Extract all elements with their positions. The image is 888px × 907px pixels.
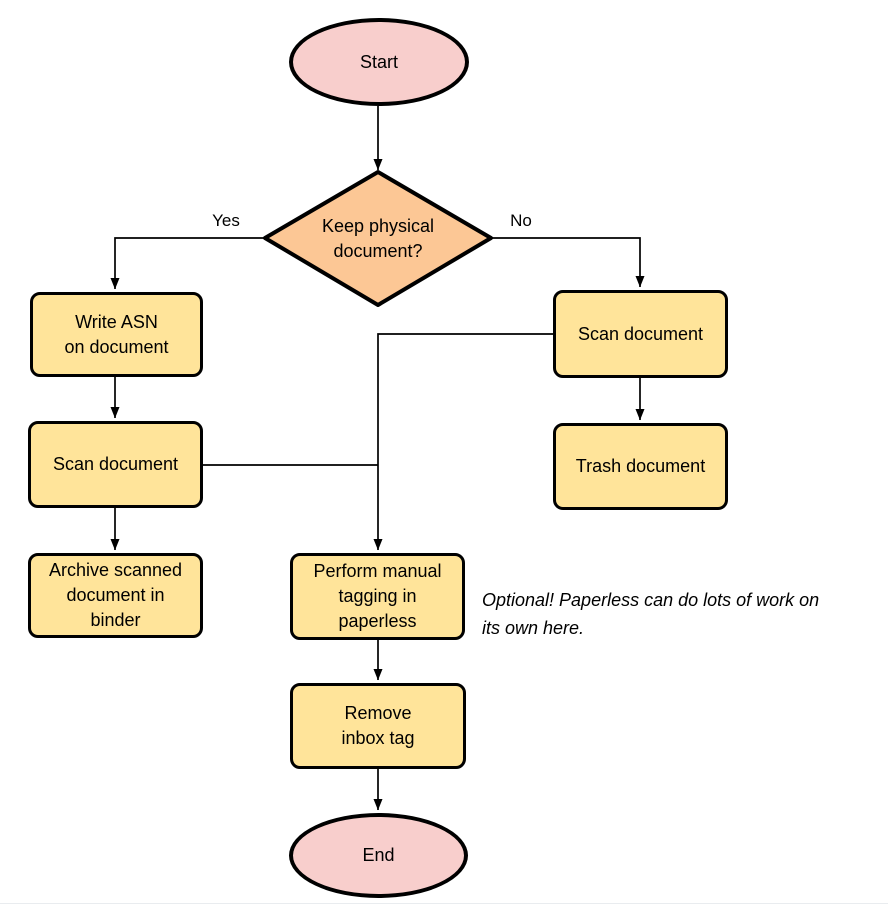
edge-label-yes: Yes	[212, 211, 240, 230]
edge-label-no: No	[510, 211, 532, 230]
node-trash-document: Trash document	[553, 423, 728, 510]
edge-decision-yes-to-write-asn	[110, 237, 265, 290]
node-scan-document-left-label: Scan document	[52, 454, 179, 474]
node-end: End	[289, 813, 468, 898]
window-bottom-border	[0, 903, 888, 904]
node-scan-document-right: Scan document	[553, 290, 728, 378]
node-remove-inbox-tag: Remove inbox tag	[290, 683, 466, 769]
node-scan-document-right-label: Scan document	[577, 323, 704, 344]
node-end-label: End	[362, 845, 395, 865]
node-manual-tagging: Perform manual tagging in paperless	[290, 553, 465, 640]
node-archive-binder: Archive scanned document in binder	[28, 553, 203, 638]
node-scan-document-left: Scan document	[28, 421, 203, 508]
decision-diamond-shape	[263, 170, 493, 307]
optional-note: Optional! Paperless can do lots of work …	[482, 590, 820, 638]
node-archive-binder-label: Archive scanned document in binder	[48, 560, 183, 630]
node-decision-label: Keep physical document?	[321, 215, 435, 261]
node-start: Start	[289, 18, 469, 106]
edge-scan-right-to-tagging	[373, 333, 553, 551]
node-write-asn: Write ASN on document	[30, 292, 203, 377]
node-write-asn-label: Write ASN on document	[64, 311, 169, 357]
node-trash-document-label: Trash document	[575, 456, 706, 476]
node-remove-inbox-tag-label: Remove inbox tag	[341, 703, 415, 748]
node-decision: Keep physical document?	[265, 172, 491, 305]
node-manual-tagging-label: Perform manual tagging in paperless	[313, 561, 442, 631]
edge-decision-no-to-scan-right	[491, 237, 645, 288]
node-start-label: Start	[359, 51, 398, 72]
